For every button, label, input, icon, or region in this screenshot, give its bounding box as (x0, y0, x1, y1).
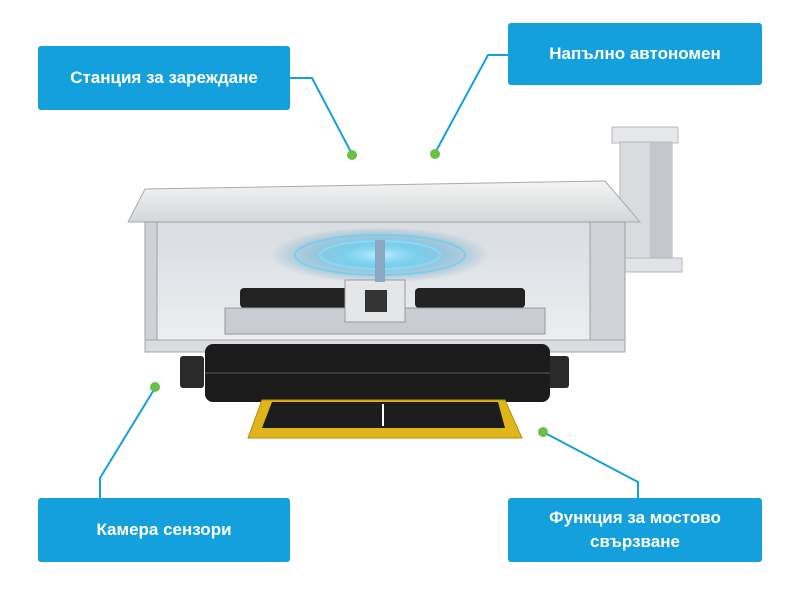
callout-charging-station: Станция за зареждане (38, 46, 290, 110)
connector-dot-fully-autonomous (430, 149, 440, 159)
base-plate (247, 399, 523, 439)
callout-bridge-function-line2: свързване (590, 532, 680, 551)
connector-charging-station (290, 77, 353, 155)
callout-bridge-function-line1: Функция за мостово (549, 508, 721, 527)
main-brush (180, 344, 569, 402)
connector-dot-charging-station (347, 150, 357, 160)
callout-camera-sensors-text: Камера сензори (96, 520, 232, 539)
connector-bridge-function (544, 432, 639, 498)
callout-bridge-function: Функция за мостово свързване (508, 498, 762, 562)
callout-fully-autonomous-text: Напълно автономен (549, 44, 721, 63)
connector-dot-bridge-function (538, 427, 548, 437)
inner-brushes (224, 240, 546, 335)
callout-charging-station-text: Станция за зареждане (70, 68, 258, 87)
side-tower (611, 126, 683, 273)
connector-camera-sensors (99, 387, 156, 498)
callout-connectors (99, 54, 639, 498)
callout-camera-sensors: Камера сензори (38, 498, 290, 562)
connector-dot-camera-sensors (150, 382, 160, 392)
connector-fully-autonomous (434, 54, 508, 154)
callout-fully-autonomous: Напълно автономен (508, 23, 762, 85)
